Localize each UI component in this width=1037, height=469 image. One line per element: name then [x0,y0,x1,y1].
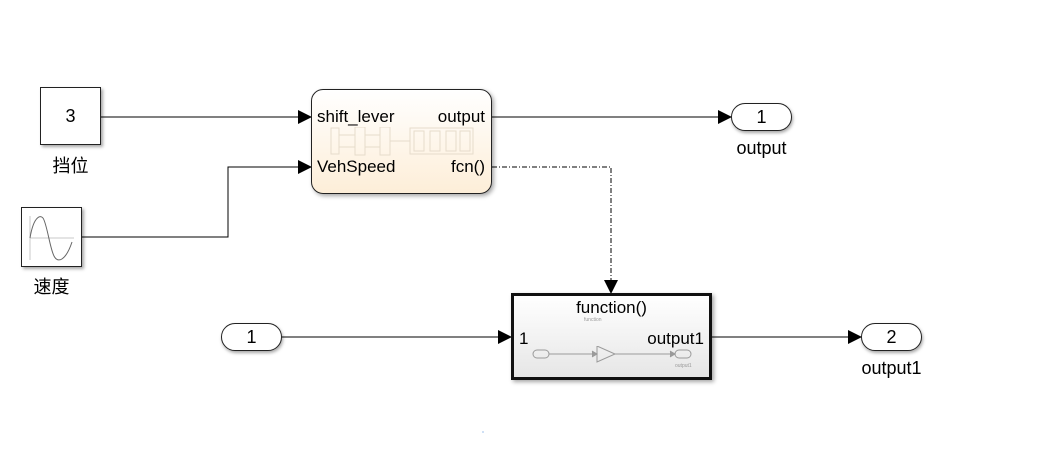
outport-1-label[interactable]: output [736,138,787,158]
outport-1-block[interactable]: 1 [731,103,792,131]
function-preview-icon [532,346,692,363]
function-subsystem-title: function() [576,298,647,317]
function-inner-outport-label: output1 [675,363,692,369]
chart-input-shift-lever: shift_lever [317,107,395,126]
function-input-port-label: 1 [519,329,529,348]
inport-1-block[interactable]: 1 [221,323,282,351]
chart-input-vehspeed: VehSpeed [317,157,396,176]
constant-block-label[interactable]: 挡位 [52,156,89,176]
chart-output-output: output [437,107,485,126]
function-output-port-label: output1 [647,329,704,348]
sine-wave-block-label[interactable]: 速度 [33,277,70,297]
stateflow-chart-block[interactable]: shift_lever VehSpeed output fcn() [311,89,492,194]
constant-value: 3 [65,105,76,126]
chart-preview-icon [330,127,474,156]
chart-output-fcn: fcn() [451,157,485,176]
outport-2-block[interactable]: 2 [861,323,922,351]
line-sine-to-chart[interactable] [82,160,312,238]
outport-2-label[interactable]: output1 [861,358,922,378]
constant-block[interactable]: 3 [40,87,101,145]
function-call-subsystem-block[interactable]: function() function 1 output1 output1 [511,293,712,380]
inport-1-number: 1 [246,326,257,347]
outport-2-number: 2 [886,326,897,347]
function-trigger-label: function [584,317,602,323]
sine-wave-icon [29,216,74,261]
outport-1-number: 1 [756,106,767,127]
canvas-marker [482,431,484,433]
sine-wave-block[interactable] [21,207,82,267]
line-function-call[interactable] [492,166,618,294]
